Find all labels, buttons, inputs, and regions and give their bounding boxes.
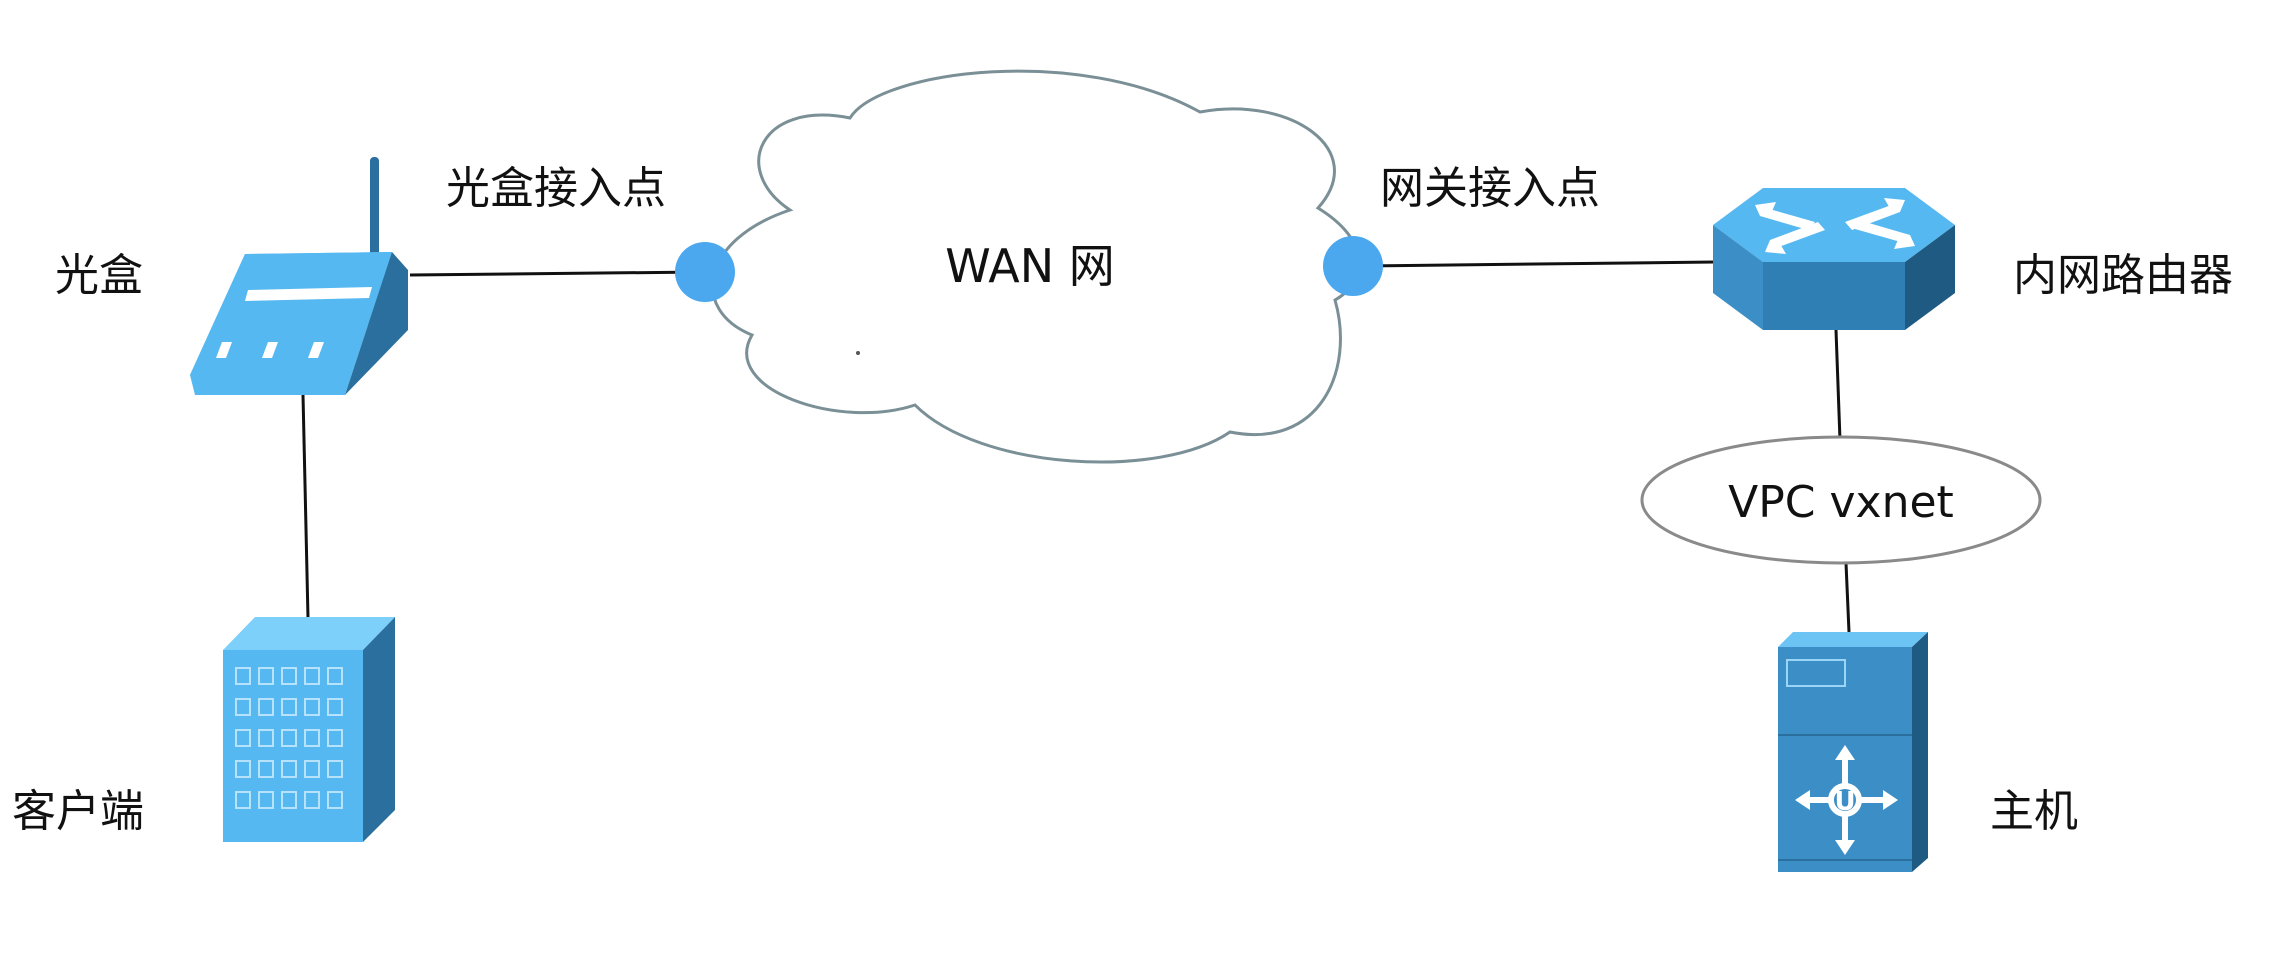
server-side-face bbox=[1912, 632, 1928, 872]
modem-side-face bbox=[345, 252, 408, 395]
router-icon bbox=[1713, 188, 1955, 330]
router-label: 内网路由器 bbox=[2013, 250, 2233, 301]
vpc-to-host-line bbox=[1844, 562, 1851, 633]
server-drive-bay bbox=[1786, 659, 1846, 687]
client-node: 客户端 bbox=[12, 617, 395, 842]
modem-slot bbox=[245, 287, 372, 301]
modem-antenna bbox=[370, 157, 379, 262]
router-front-face bbox=[1763, 262, 1905, 330]
host-label: 主机 bbox=[1990, 786, 2078, 837]
router-node: 内网路由器 bbox=[1713, 188, 2233, 330]
wan-label: WAN 网 bbox=[945, 239, 1114, 293]
modem-light bbox=[262, 342, 278, 358]
building-windows bbox=[235, 667, 343, 809]
modem-icon bbox=[190, 157, 408, 395]
client-label: 客户端 bbox=[12, 786, 144, 837]
router-front-right-face bbox=[1905, 225, 1955, 330]
building-side-face bbox=[363, 617, 395, 842]
server-arrows-icon bbox=[1802, 752, 1893, 848]
modem-light bbox=[216, 342, 232, 358]
router-arrows bbox=[1755, 198, 1915, 254]
server-icon: U bbox=[1778, 632, 1928, 872]
router-front-left-face bbox=[1713, 225, 1763, 330]
gateway-access-point-label: 网关接入点 bbox=[1380, 163, 1600, 214]
modem-to-client-line bbox=[301, 394, 310, 619]
gateway-to-router-line bbox=[1359, 260, 1716, 268]
modem-access-point: 光盒接入点 bbox=[446, 163, 735, 302]
host-node: U 主机 bbox=[1778, 632, 2078, 872]
vpc-node: VPC vxnet bbox=[1640, 435, 2042, 565]
connector-lines bbox=[301, 260, 1851, 633]
gateway-access-point: 网关接入点 bbox=[1323, 163, 1600, 296]
server-u-glyph: U bbox=[1834, 787, 1855, 817]
cloud-icon bbox=[711, 69, 1361, 464]
router-top-face bbox=[1713, 188, 1955, 262]
building-top-face bbox=[223, 617, 395, 650]
wan-cloud: WAN 网 bbox=[711, 69, 1361, 464]
access-point-dot bbox=[1323, 236, 1383, 296]
server-arrow-heads bbox=[1795, 745, 1898, 855]
modem-light bbox=[308, 342, 324, 358]
vpc-ellipse bbox=[1640, 435, 2042, 565]
access-point-dot bbox=[675, 242, 735, 302]
building-icon bbox=[223, 617, 395, 842]
router-to-vpc-line bbox=[1834, 329, 1842, 441]
modem-to-access-point-line bbox=[409, 270, 704, 277]
modem-node: 光盒 bbox=[55, 157, 408, 395]
server-top-face bbox=[1778, 632, 1928, 647]
modem-label: 光盒 bbox=[55, 250, 143, 301]
cloud-speck bbox=[856, 351, 860, 355]
modem-access-point-label: 光盒接入点 bbox=[446, 163, 666, 214]
vpc-label: VPC vxnet bbox=[1728, 477, 1954, 528]
